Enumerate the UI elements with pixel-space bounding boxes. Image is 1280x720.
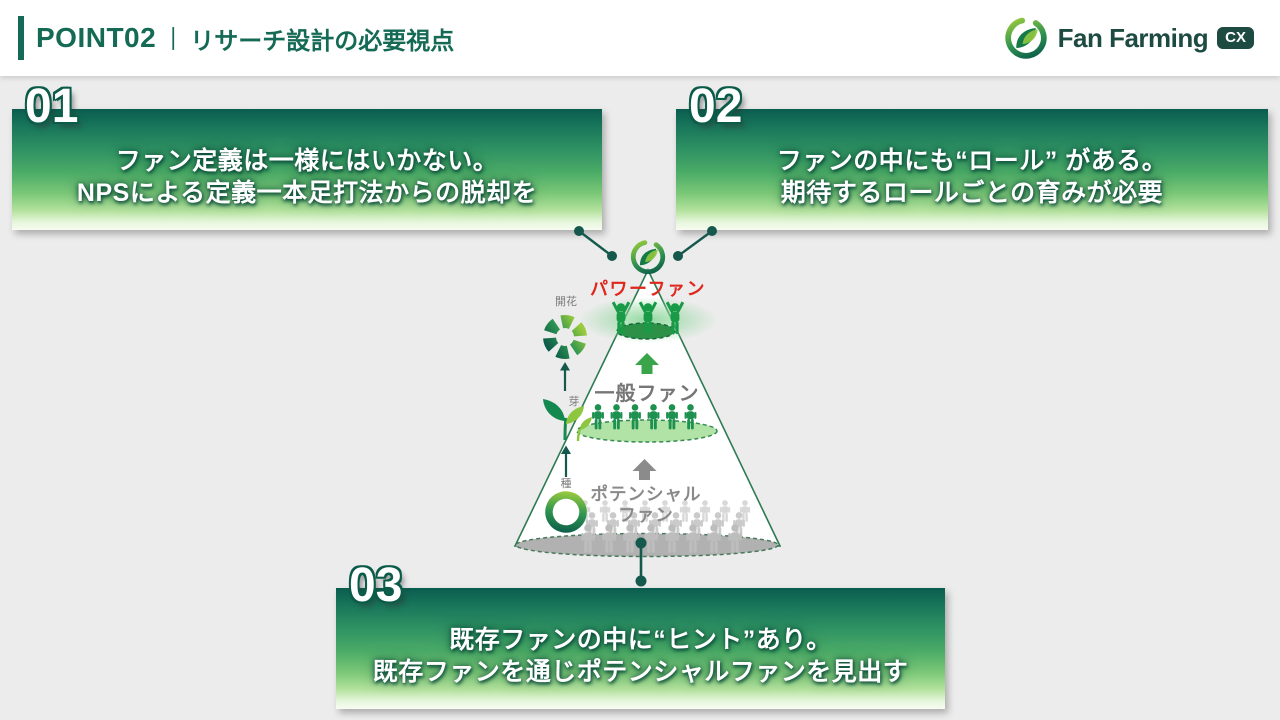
power-fan-glow (578, 297, 718, 343)
flower-icon (543, 315, 587, 359)
callout-text: ファン定義は一様にはいかない。 NPSによる定義一本足打法からの脱却を (12, 109, 602, 230)
callout-number: 03 (349, 559, 403, 612)
connector-box3 (635, 537, 647, 587)
up-arrow-gray-icon (632, 459, 657, 480)
point-number: POINT02 (36, 22, 157, 53)
brand-logo: Fan Farming CX (1003, 15, 1254, 61)
callout-text: 既存ファンの中に“ヒント”あり。 既存ファンを通じポテンシャルファンを見出す (336, 588, 945, 709)
potential-fan-label: ポテンシャル ファン (563, 484, 729, 525)
seed-stage-label: 種 (560, 478, 572, 490)
callout-line: NPSによる定義一本足打法からの脱却を (76, 178, 538, 207)
brand-name: Fan Farming (1057, 22, 1209, 53)
power-fan-label: パワーファン (590, 279, 706, 299)
callout-text: ファンの中にも“ロール” がある。 期待するロールごとの育みが必要 (676, 109, 1268, 230)
callout-box-03: 03 既存ファンの中に“ヒント”あり。 既存ファンを通じポテンシャルファンを見出… (336, 562, 945, 709)
potential-fan-crowd (579, 500, 751, 553)
connector-box2 (673, 226, 717, 261)
bottom-tier-ellipse (515, 532, 779, 558)
title-separator: ｜ (162, 27, 185, 52)
sprout-stage-label: 芽 (568, 396, 580, 408)
fan-pyramid-diagram (513, 226, 782, 587)
callout-number: 01 (25, 80, 79, 133)
accent-bar (18, 16, 24, 60)
callout-line: ファン定義は一様にはいかない。 (115, 146, 499, 175)
stage-arrow-sprout-to-bloom (560, 362, 570, 391)
callout-box-02: 02 ファンの中にも“ロール” がある。 期待するロールごとの育みが必要 (676, 83, 1268, 230)
header: POINT02 ｜ リサーチ設計の必要視点 Fan Farming CX (0, 0, 1280, 76)
middle-tier-ellipse (576, 419, 718, 443)
page-title: リサーチ設計の必要視点 (190, 27, 455, 55)
general-fan-figures (592, 404, 697, 430)
brand-cx-badge: CX (1217, 27, 1254, 49)
pyramid-outline (513, 268, 782, 547)
connector-box1 (574, 226, 617, 261)
potential-fan-label-line2: ファン (618, 504, 674, 525)
callout-line: 既存ファンを通じポテンシャルファンを見出す (372, 657, 909, 686)
callout-line: 期待するロールごとの育みが必要 (780, 178, 1164, 207)
seed-icon (545, 491, 587, 533)
callout-line: 既存ファンの中に“ヒント”あり。 (449, 625, 832, 654)
up-arrow-green-icon (635, 353, 659, 374)
power-fan-figures (611, 301, 685, 334)
general-fan-label: 一般ファン (594, 383, 700, 405)
potential-fan-label-line1: ポテンシャル (590, 484, 702, 504)
callout-number: 02 (689, 80, 743, 133)
top-tier-ellipse (616, 322, 676, 340)
bloom-stage-label: 開花 (555, 296, 577, 308)
stage-arrow-seed-to-sprout (561, 445, 571, 477)
callout-line: ファンの中にも“ロール” がある。 (776, 146, 1168, 175)
brand-leaf-icon (1004, 17, 1047, 59)
callout-box-01: 01 ファン定義は一様にはいかない。 NPSによる定義一本足打法からの脱却を (12, 83, 602, 230)
apex-brand-leaf-icon (628, 237, 669, 278)
header-title-group: POINT02 ｜ リサーチ設計の必要視点 (18, 16, 454, 60)
sprout-icon (543, 399, 592, 442)
